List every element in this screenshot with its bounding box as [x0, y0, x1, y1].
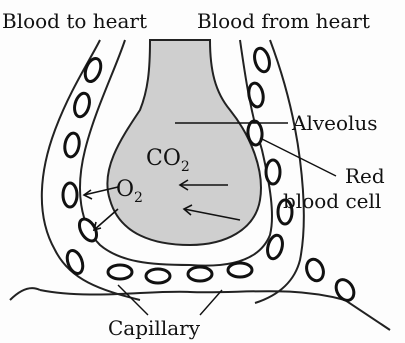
red-blood-cells-bottom	[108, 257, 357, 304]
capillary-wall-bottom	[40, 290, 390, 330]
label-red: Red	[345, 164, 385, 188]
red-blood-cell	[228, 263, 252, 277]
red-blood-cell	[252, 47, 272, 74]
o2-subscript: 2	[134, 190, 143, 206]
label-blood-from-heart: Blood from heart	[197, 9, 370, 33]
co2-main: CO	[146, 146, 181, 171]
red-blood-cell	[63, 132, 81, 158]
o2-arrow-lower	[94, 209, 118, 230]
label-blood-to-heart: Blood to heart	[2, 9, 147, 33]
red-blood-cell	[188, 267, 212, 281]
red-blood-cell	[63, 183, 77, 207]
red-blood-cell	[64, 248, 85, 275]
red-blood-cell	[146, 269, 170, 283]
red-blood-cell	[266, 160, 280, 184]
label-alveolus: Alveolus	[291, 111, 378, 135]
label-blood-cell: blood cell	[283, 189, 381, 213]
red-blood-cell	[108, 265, 132, 279]
capillary-wall-left-bottom	[10, 288, 40, 300]
capillary-leader-left	[118, 285, 148, 315]
alveolus-sac	[107, 40, 261, 245]
red-blood-cell	[333, 276, 358, 303]
capillary-leader-right	[200, 290, 222, 315]
red-blood-cell	[247, 120, 263, 145]
label-capillary: Capillary	[108, 316, 201, 340]
red-blood-cell	[72, 92, 92, 119]
red-blood-cell	[304, 257, 327, 283]
co2-subscript: 2	[181, 159, 190, 175]
red-blood-cell	[82, 56, 103, 83]
o2-main: O	[116, 177, 134, 202]
